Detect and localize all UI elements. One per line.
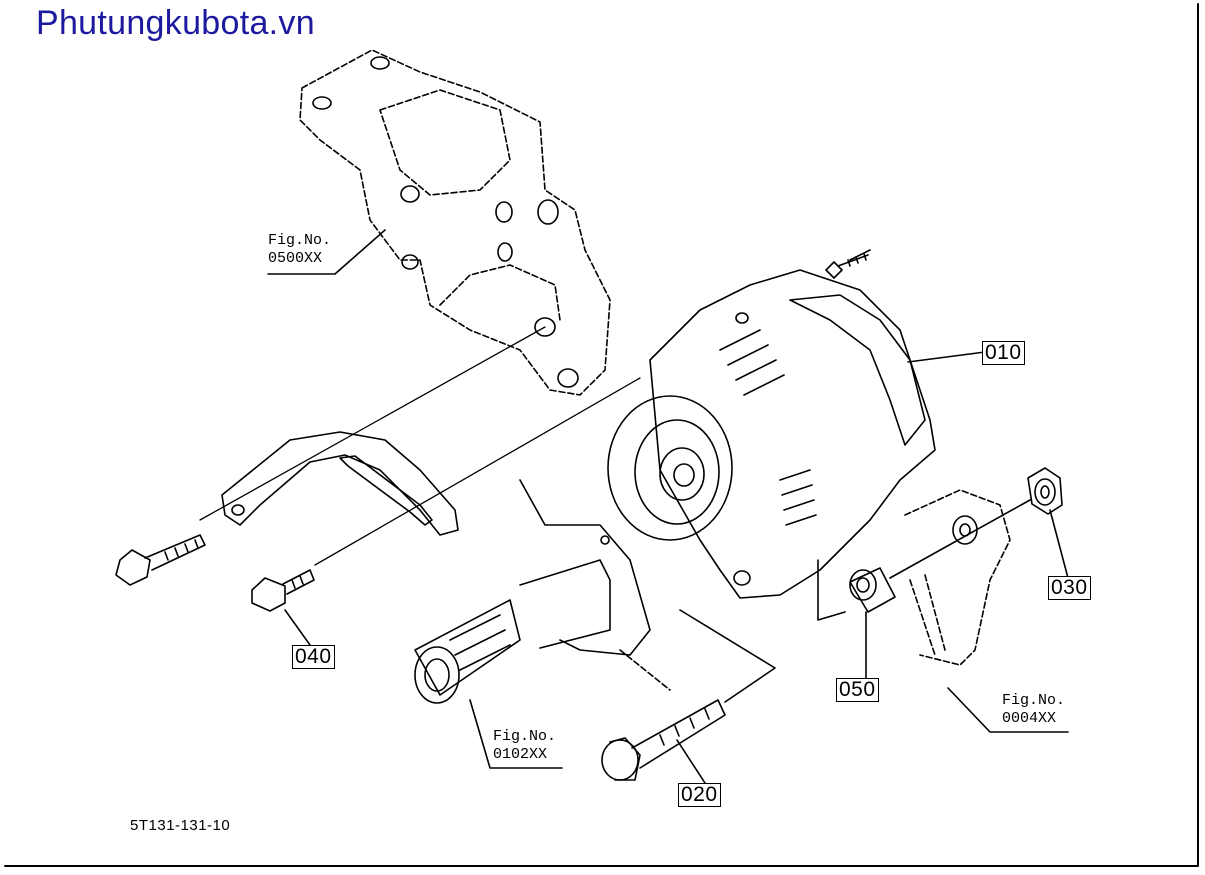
spacer-050: [849, 567, 896, 613]
gear-case-housing: [299, 49, 611, 396]
stud-bolt: [825, 253, 869, 279]
part-label-050[interactable]: 050: [836, 678, 879, 702]
part-label-040[interactable]: 040: [292, 645, 335, 669]
figure-ref-label: Fig.No.: [268, 232, 332, 249]
leader-020: [676, 739, 706, 784]
figure-ref-number: 0004XX: [1002, 710, 1057, 727]
leader-0500: [267, 229, 386, 275]
bolt-040: [251, 569, 315, 612]
mount-bracket: [904, 489, 1011, 666]
mount-line-1: [199, 326, 546, 521]
figure-ref-number: 0102XX: [493, 746, 548, 763]
adjust-bracket: [221, 431, 459, 536]
leader-0102: [469, 699, 563, 769]
bolt-020: [601, 699, 726, 781]
leader-010: [907, 351, 986, 363]
figure-ref-0102[interactable]: Fig.No. 0102XX: [493, 728, 556, 764]
drive-shaft: [414, 479, 671, 704]
leader-040: [284, 609, 311, 646]
leader-0004: [947, 687, 1069, 733]
nut-030: [1027, 467, 1063, 515]
mount-line-4: [679, 609, 776, 703]
alternator-body: [607, 249, 936, 599]
figure-ref-label: Fig.No.: [1002, 692, 1066, 709]
diagram-code: 5T131-131-10: [130, 817, 231, 834]
leader-030: [1049, 509, 1069, 579]
mount-line-5: [889, 499, 1031, 579]
site-logo[interactable]: Phutungkubota.vn: [36, 4, 315, 42]
border-right: [4, 3, 1199, 867]
figure-ref-number: 0500XX: [268, 250, 323, 267]
mount-line-3: [817, 559, 846, 621]
gear-case-holes: [312, 56, 579, 388]
figure-ref-0004[interactable]: Fig.No. 0004XX: [1002, 692, 1065, 728]
mount-bracket-hole: [952, 515, 978, 545]
part-label-020[interactable]: 020: [678, 783, 721, 807]
part-label-030[interactable]: 030: [1048, 576, 1091, 600]
bolt-long-left: [115, 534, 206, 586]
figure-ref-0500[interactable]: Fig.No. 0500XX: [268, 232, 331, 268]
part-label-010[interactable]: 010: [982, 341, 1025, 365]
mount-line-2: [314, 377, 641, 566]
figure-ref-label: Fig.No.: [493, 728, 557, 745]
